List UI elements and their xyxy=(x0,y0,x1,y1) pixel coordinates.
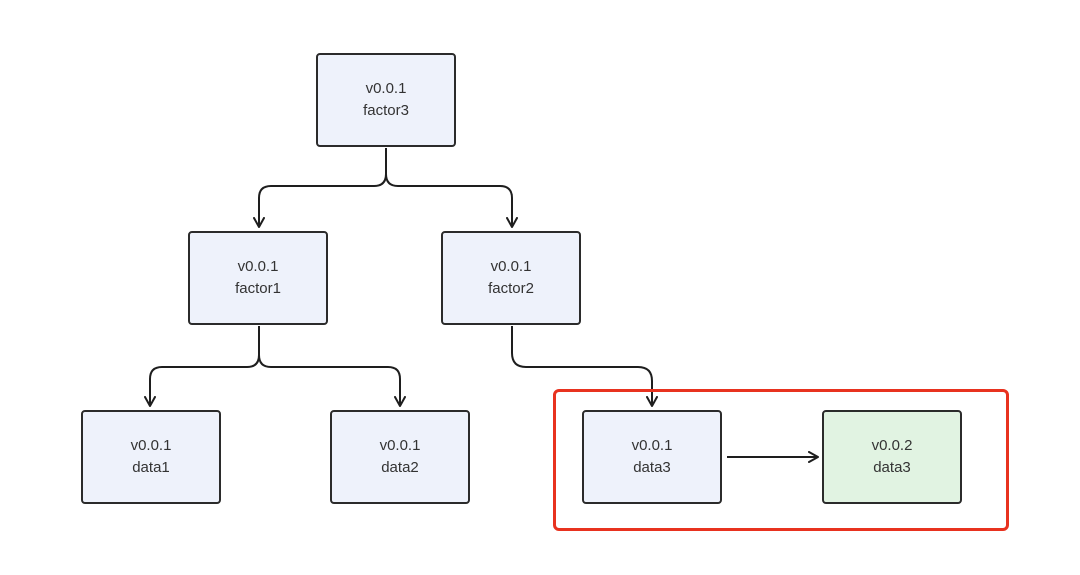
node-data3-v002[interactable]: v0.0.2 data3 xyxy=(822,410,962,504)
node-data2[interactable]: v0.0.1 data2 xyxy=(330,410,470,504)
node-version: v0.0.1 xyxy=(237,258,279,275)
node-version: v0.0.1 xyxy=(631,437,673,454)
node-factor3[interactable]: v0.0.1 factor3 xyxy=(316,53,456,147)
node-factor1[interactable]: v0.0.1 factor1 xyxy=(188,231,328,325)
edge-factor1-data2 xyxy=(258,326,406,407)
node-name: data3 xyxy=(633,459,671,476)
node-name: data1 xyxy=(132,459,170,476)
node-version: v0.0.1 xyxy=(490,258,532,275)
node-name: factor3 xyxy=(363,102,409,119)
highlight-box xyxy=(553,389,1009,531)
edge-factor1-data1 xyxy=(144,326,260,407)
node-version: v0.0.1 xyxy=(130,437,172,454)
node-data3-v001[interactable]: v0.0.1 data3 xyxy=(582,410,722,504)
node-version: v0.0.1 xyxy=(379,437,421,454)
node-name: factor2 xyxy=(488,280,534,297)
edge-factor3-factor2 xyxy=(385,148,518,228)
node-version: v0.0.1 xyxy=(365,80,407,97)
node-name: factor1 xyxy=(235,280,281,297)
edge-factor3-factor1 xyxy=(253,148,387,228)
node-factor2[interactable]: v0.0.1 factor2 xyxy=(441,231,581,325)
node-name: data3 xyxy=(873,459,911,476)
node-data1[interactable]: v0.0.1 data1 xyxy=(81,410,221,504)
node-name: data2 xyxy=(381,459,419,476)
node-version: v0.0.2 xyxy=(871,437,913,454)
edge-factor2-data3 xyxy=(511,326,658,407)
